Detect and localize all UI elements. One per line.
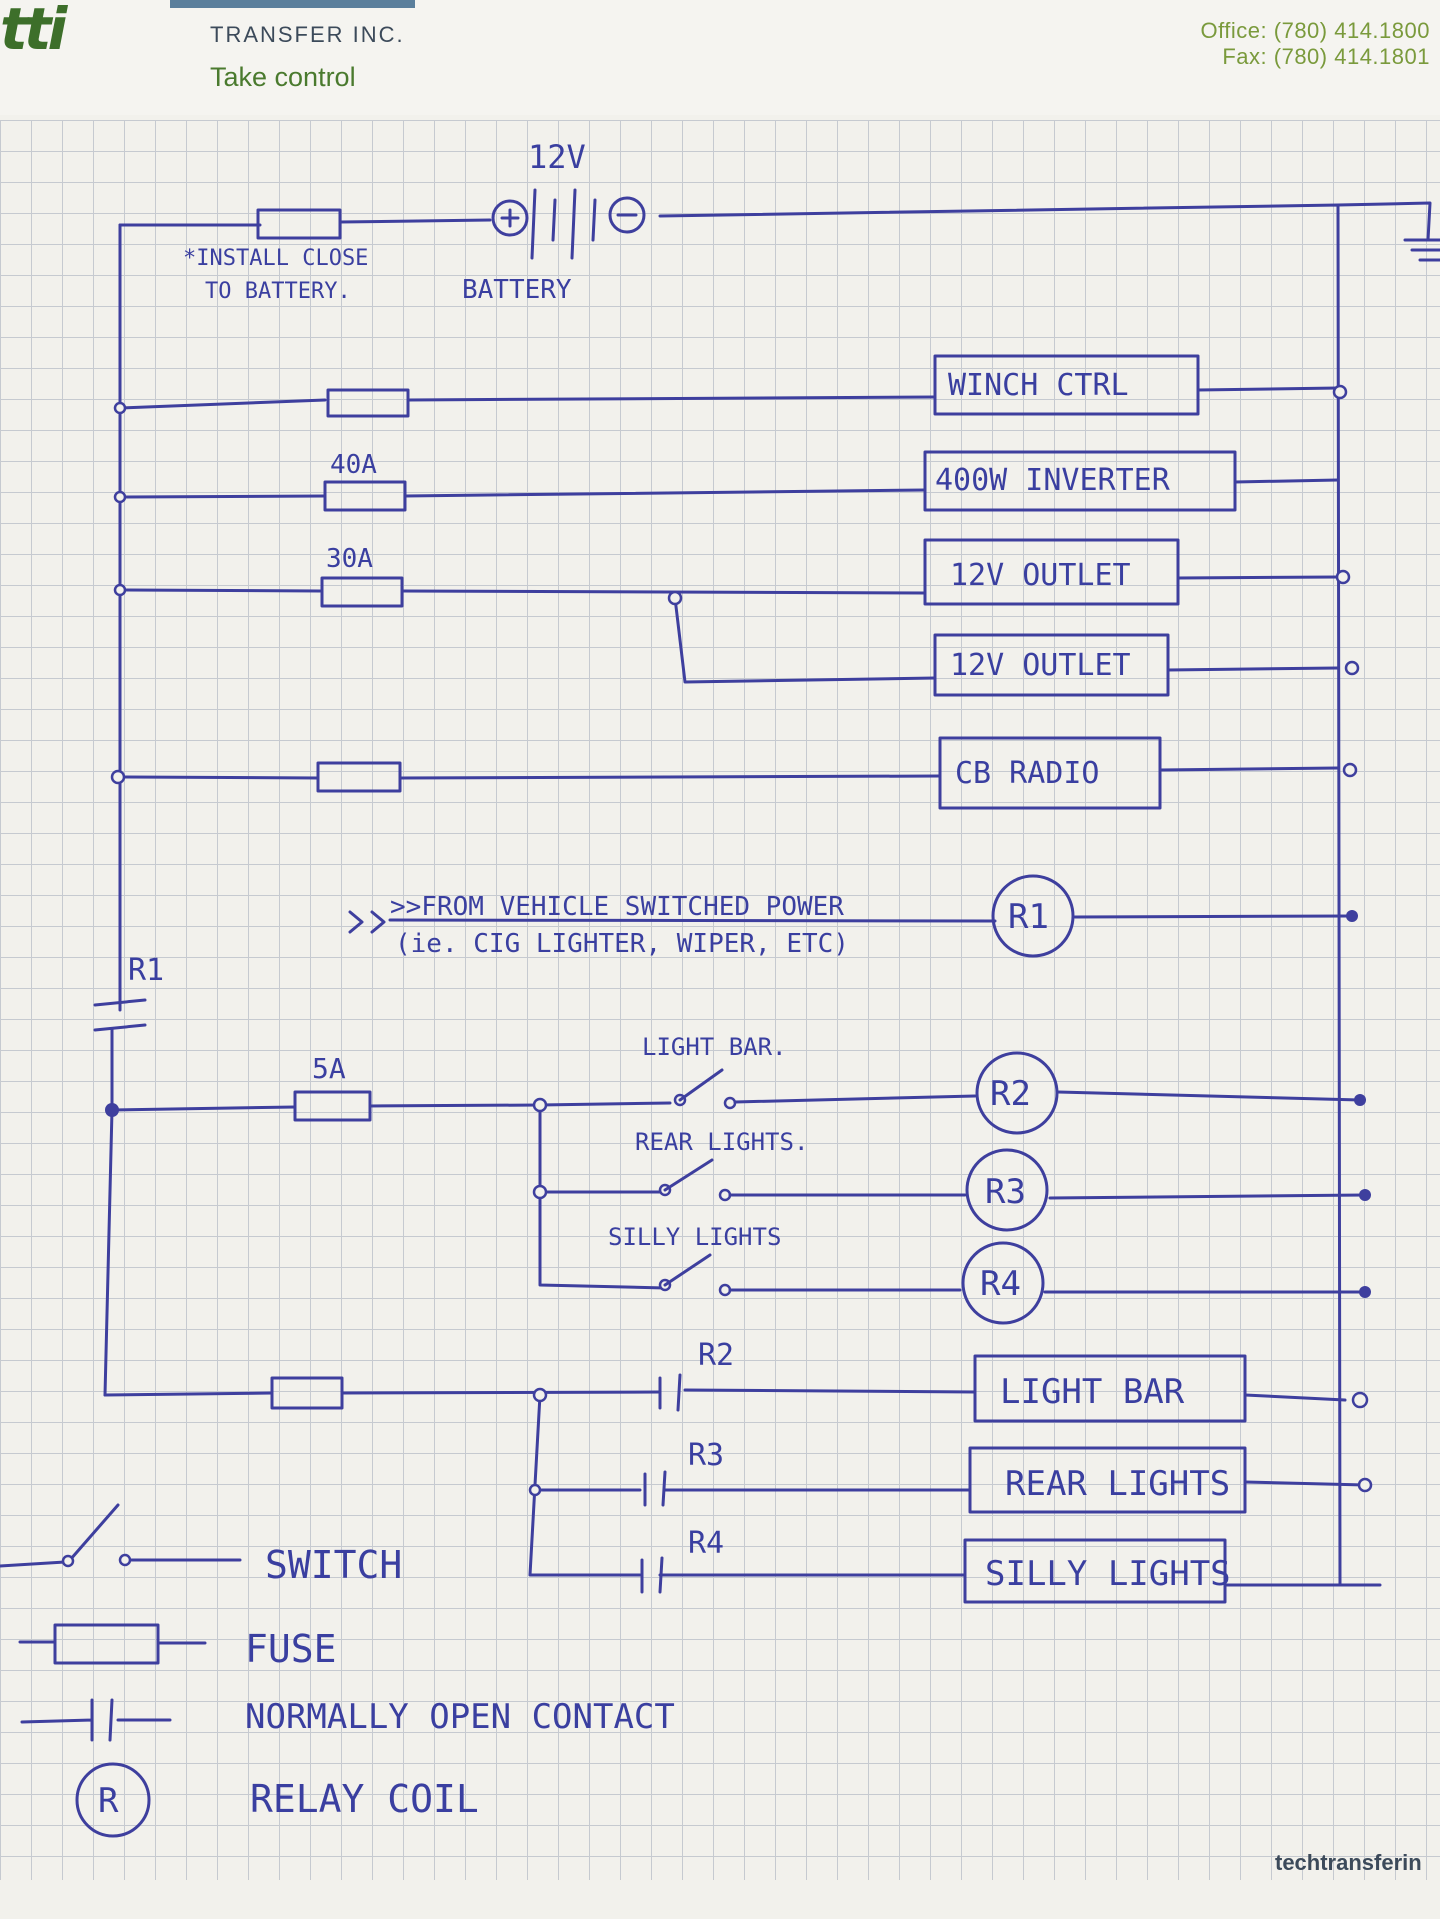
coil-r2-label: R2: [990, 1074, 1031, 1114]
switch-branch: [105, 1090, 672, 1290]
contact-load-branch: [103, 1354, 1382, 1604]
fuse-note-line2: TO BATTERY.: [205, 279, 351, 304]
legend-coil-symbol: [75, 1762, 151, 1838]
outlet-1-label: 12V OUTLET: [950, 558, 1131, 593]
grid-lines: [0, 120, 1440, 1880]
letterhead: tti TRANSFER INC. Take control Office: (…: [0, 0, 1440, 115]
battery-symbol: [491, 188, 646, 260]
company-name: TRANSFER INC.: [210, 22, 405, 47]
legend-fuse-label: FUSE: [245, 1627, 337, 1671]
legend-switch-symbol: [0, 1503, 242, 1568]
fax-number: Fax: (780) 414.1801: [1222, 44, 1430, 69]
office-phone: Office: (780) 414.1800: [1200, 18, 1430, 43]
load-rear-label: REAR LIGHTS: [1005, 1464, 1230, 1504]
legend-coil-label: RELAY COIL: [250, 1777, 479, 1821]
switch-rear: [658, 1148, 1371, 1232]
company-logo: tti: [0, 0, 67, 63]
switch-silly-label: SILLY LIGHTS: [608, 1223, 781, 1251]
outlet-branch: [113, 538, 1360, 697]
contact-r3-label: R3: [688, 1438, 724, 1473]
tagline: Take control: [210, 62, 356, 92]
positive-rail: [103, 218, 492, 1397]
switch-lightbar-label: LIGHT BAR.: [642, 1033, 787, 1061]
contact-r2-label: R2: [698, 1338, 734, 1373]
fuse-5a-label: 5A: [312, 1052, 346, 1085]
legend-switch-label: SWITCH: [265, 1543, 402, 1587]
logo-bar: [170, 0, 415, 8]
contact-r1-label: R1: [128, 953, 164, 988]
switched-power-line1: >>FROM VEHICLE SWITCHED POWER: [390, 892, 844, 922]
load-silly-label: SILLY LIGHTS: [985, 1554, 1231, 1594]
battery-label: BATTERY: [462, 275, 572, 305]
footer-website: techtransferin: [1275, 1850, 1422, 1875]
battery-voltage-label: 12V: [528, 138, 586, 176]
r1-contact: [93, 998, 147, 1032]
coil-r4-label: R4: [980, 1264, 1021, 1304]
cb-radio-label: CB RADIO: [955, 756, 1100, 791]
cb-radio-branch: [110, 736, 1358, 810]
fuse-40a-label: 40A: [330, 450, 377, 480]
inverter-label: 400W INVERTER: [935, 463, 1171, 498]
legend-coil-letter: R: [98, 1781, 119, 1821]
switch-silly: [658, 1241, 1371, 1325]
legend-contact-label: NORMALLY OPEN CONTACT: [245, 1697, 675, 1737]
outlet-2-label: 12V OUTLET: [950, 648, 1131, 683]
fuse-note-line1: *INSTALL CLOSE: [183, 246, 368, 271]
legend-contact-symbol: [20, 1698, 172, 1742]
fuse-30a-label: 30A: [326, 544, 373, 574]
contact-r4-label: R4: [688, 1526, 724, 1561]
load-lightbar-label: LIGHT BAR: [1000, 1372, 1185, 1412]
legend-fuse-symbol: [18, 1623, 207, 1665]
negative-rail: [658, 201, 1440, 1587]
winch-branch: [113, 354, 1348, 418]
winch-ctrl-label: WINCH CTRL: [948, 368, 1129, 403]
switched-power-branch: [348, 874, 1358, 958]
main-fuse: [256, 208, 342, 240]
switch-lightbar: [673, 1051, 1366, 1135]
inverter-branch: [113, 450, 1340, 512]
switched-power-line2: (ie. CIG LIGHTER, WIPER, ETC): [395, 929, 849, 959]
coil-r3-label: R3: [985, 1172, 1026, 1212]
coil-r1-label: R1: [1008, 897, 1049, 937]
switch-rear-label: REAR LIGHTS.: [635, 1128, 808, 1156]
